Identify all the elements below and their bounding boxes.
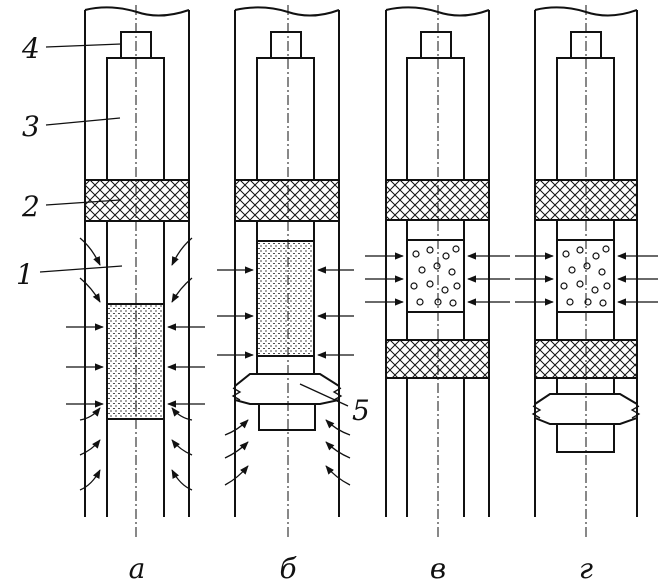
column-a xyxy=(66,5,205,537)
column-v xyxy=(365,5,510,537)
packer-2-a xyxy=(84,179,190,222)
stem-b xyxy=(270,31,302,60)
column-g xyxy=(515,5,658,537)
piston-b xyxy=(256,57,315,181)
leaders xyxy=(39,43,349,407)
seal-5-b xyxy=(234,373,340,405)
caption-b: б xyxy=(279,552,297,585)
casing-a xyxy=(84,6,190,517)
caption-v: в xyxy=(430,552,446,585)
grains-v xyxy=(410,245,461,307)
stem-v xyxy=(420,31,452,60)
column-b xyxy=(217,5,354,537)
label-2: 2 xyxy=(21,190,40,223)
piston-v xyxy=(406,57,465,181)
packer-b xyxy=(234,179,340,222)
nose-b xyxy=(258,403,316,431)
label-5: 5 xyxy=(352,394,370,427)
label-3: 3 xyxy=(22,110,40,143)
caption-a: а xyxy=(129,552,146,585)
label-4: 4 xyxy=(21,32,40,65)
grains-g xyxy=(560,245,611,307)
caption-g: г xyxy=(579,552,593,585)
label-1: 1 xyxy=(16,258,34,291)
core-sample-b xyxy=(256,240,315,357)
